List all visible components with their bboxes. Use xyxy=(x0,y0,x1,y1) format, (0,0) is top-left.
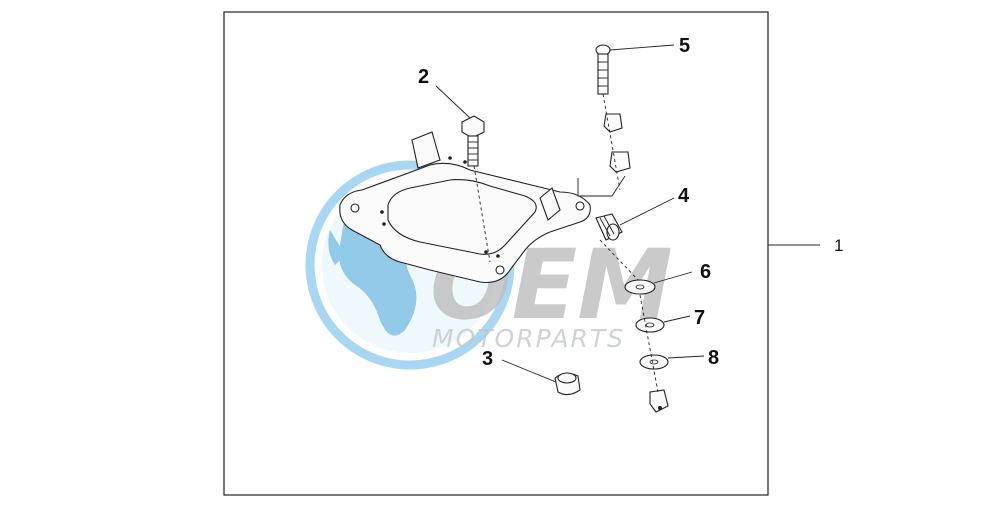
diagram-frame xyxy=(223,11,769,496)
axis-guide xyxy=(577,175,626,197)
screw-5-axis xyxy=(602,93,621,191)
leader-4 xyxy=(619,197,675,226)
carrier-bracket-part xyxy=(339,131,591,284)
callout-2: 2 xyxy=(418,66,429,88)
grommet-part-3 xyxy=(554,372,581,396)
spacer-part xyxy=(603,113,631,173)
washer-axis xyxy=(639,294,659,393)
callout-4: 4 xyxy=(678,185,690,207)
callout-5: 5 xyxy=(679,35,690,57)
washer-part-7 xyxy=(635,317,665,333)
callout-3: 3 xyxy=(482,348,493,370)
leader-3 xyxy=(501,359,557,383)
callout-6: 6 xyxy=(700,261,711,283)
washer-part-8 xyxy=(639,354,669,370)
screw-part-5 xyxy=(595,44,611,95)
watermark-brand: OEM MOTORPARTS xyxy=(430,229,673,353)
nut-part xyxy=(649,389,669,413)
leader-6 xyxy=(653,271,693,284)
leader-2 xyxy=(435,85,471,119)
leader-7 xyxy=(663,315,691,323)
rubber-mount-part-4 xyxy=(595,213,623,241)
watermark-subtitle: MOTORPARTS xyxy=(432,324,625,353)
mount-axis xyxy=(599,239,641,283)
callout-8: 8 xyxy=(708,347,719,369)
callout-1: 1 xyxy=(834,236,843,255)
bolt-part-2 xyxy=(461,115,485,167)
bolt-2-axis xyxy=(473,165,491,263)
leader-5 xyxy=(609,44,675,51)
leader-8 xyxy=(667,355,705,359)
callout-7: 7 xyxy=(694,307,705,329)
washer-part-6 xyxy=(624,279,656,295)
